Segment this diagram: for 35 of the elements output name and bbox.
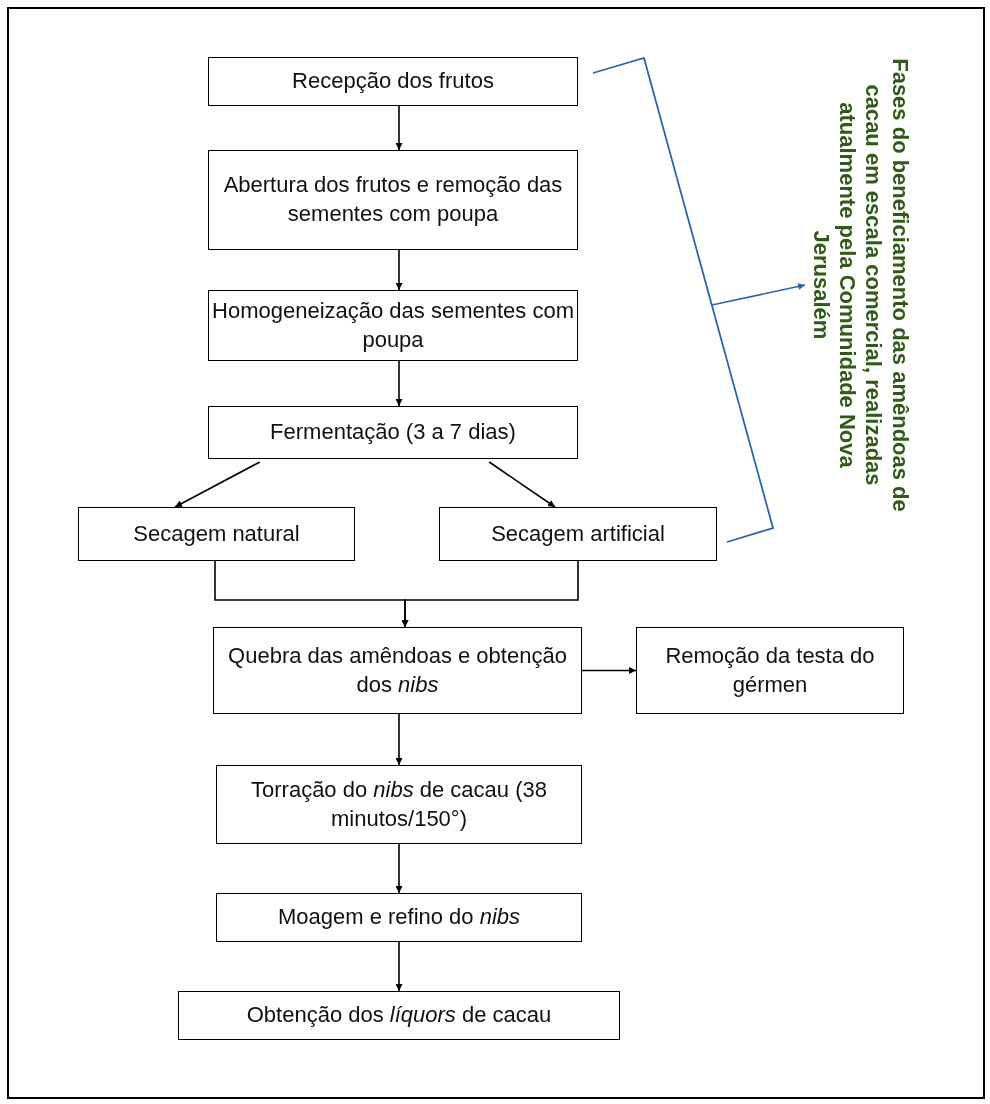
step-label: Remoção da testa do gérmen bbox=[664, 641, 876, 699]
arrow bbox=[395, 713, 403, 766]
arrow bbox=[488, 461, 556, 508]
process-box bbox=[78, 507, 355, 561]
step-label: Abertura dos frutos e remoção das sementes com poupa bbox=[222, 171, 564, 228]
process-box bbox=[216, 765, 582, 844]
process-box bbox=[208, 57, 578, 106]
step-label: Secagem natural bbox=[133, 519, 300, 548]
step-label: Quebra das amêndoas e obtenção dos nibs bbox=[227, 641, 568, 699]
arrow bbox=[395, 249, 403, 291]
process-box bbox=[208, 406, 578, 459]
process-box bbox=[208, 150, 578, 250]
arrow bbox=[581, 667, 637, 674]
step-label: Obtenção dos líquors de cacau bbox=[246, 1001, 552, 1030]
step-label: Fermentação (3 a 7 dias) bbox=[270, 418, 516, 447]
process-box bbox=[208, 290, 578, 361]
step-label: Homogeneização das sementes com poupa bbox=[211, 296, 575, 354]
arrow bbox=[395, 843, 403, 894]
process-box bbox=[213, 627, 582, 714]
step-label: Torração do nibs de cacau (38 minutos/150°) bbox=[250, 775, 548, 833]
arrow bbox=[711, 283, 806, 306]
arrow bbox=[401, 560, 579, 628]
arrow bbox=[174, 461, 261, 508]
step-label: Secagem artificial bbox=[491, 519, 665, 548]
process-box bbox=[439, 507, 717, 561]
process-box bbox=[636, 627, 904, 714]
bracket bbox=[592, 57, 774, 543]
arrow bbox=[395, 941, 403, 992]
process-box bbox=[216, 893, 582, 942]
annotation-text: Fases do beneficiamento das amêndoas de cacau em escala comercial, realizadas atualmente pela Comunidade Nova Jerusalém bbox=[805, 45, 915, 525]
step-label: Recepção dos frutos bbox=[292, 67, 494, 96]
step-label: Moagem e refino do nibs bbox=[277, 903, 521, 932]
arrow bbox=[395, 105, 403, 151]
arrow bbox=[395, 360, 403, 407]
process-box bbox=[178, 991, 620, 1040]
